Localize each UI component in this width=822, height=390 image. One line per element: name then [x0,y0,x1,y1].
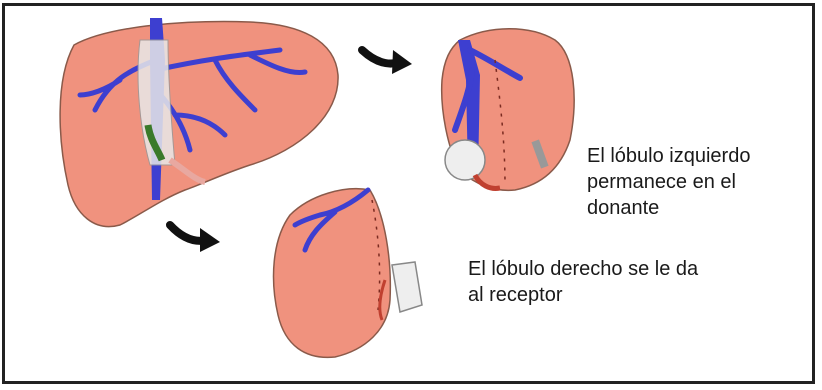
caption-line: donante [587,195,750,221]
caption-line: El lóbulo izquierdo [587,143,750,169]
left-lobe-caption: El lóbulo izquierdo permanece en el dona… [587,143,750,221]
right-lobe-caption: El lóbulo derecho se le da al receptor [468,256,698,308]
caption-line: permanece en el [587,169,750,195]
caption-line: El lóbulo derecho se le da [468,256,698,282]
right-lobe-duct [392,262,422,312]
left-lobe-duct-stump [445,140,485,180]
curved-arrow-icon [362,50,412,74]
whole-liver [60,18,338,227]
right-lobe [274,189,422,358]
liver-body [60,22,338,227]
left-lobe [442,29,574,191]
caption-line: al receptor [468,282,698,308]
curved-arrow-icon [170,225,220,252]
